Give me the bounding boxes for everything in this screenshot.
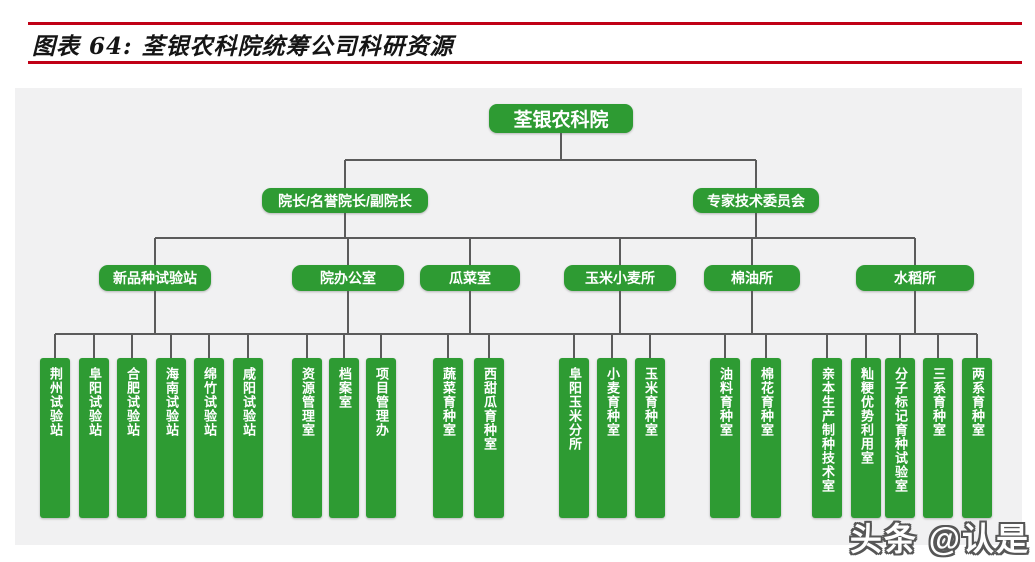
org-node-level3: 院办公室 [292,265,404,291]
org-node-level3: 水稻所 [856,265,974,291]
org-node-level4: 棉花育种室 [751,358,781,518]
connector-line [488,334,490,358]
connector-line [765,334,767,358]
connector-line [131,334,133,358]
org-node-level4: 档案室 [329,358,359,518]
org-node-level3: 瓜菜室 [420,265,520,291]
org-node-level2: 院长/名誉院长/副院长 [262,188,428,213]
connector-line [154,238,156,265]
org-node-level4: 籼粳优势利用室 [851,358,881,518]
connector-line [54,334,56,358]
connector-line [865,334,867,358]
org-node-level4: 三系育种室 [923,358,953,518]
org-node-level4: 绵竹试验站 [194,358,224,518]
connector-line [611,334,613,358]
connector-line [55,333,977,335]
org-node-level4: 阜阳玉米分所 [559,358,589,518]
connector-line [447,334,449,358]
connector-line [751,238,753,265]
connector-line [899,334,901,358]
org-node-level4: 项目管理办 [366,358,396,518]
connector-line [914,291,916,334]
connector-line [347,291,349,334]
figure-title: 图表 64: 荃银农科院统筹公司科研资源 [32,33,454,60]
connector-line [343,334,345,358]
org-node-level3: 棉油所 [704,265,800,291]
connector-line [573,334,575,358]
org-node-level3: 新品种试验站 [99,265,211,291]
connector-line [755,160,757,188]
org-node-level4: 海南试验站 [156,358,186,518]
org-node-root: 荃银农科院 [489,104,633,133]
org-node-level4: 西甜瓜育种室 [474,358,504,518]
connector-line [155,237,915,239]
connector-line [751,291,753,334]
org-node-level4: 油料育种室 [710,358,740,518]
org-node-level4: 阜阳试验站 [79,358,109,518]
connector-line [247,334,249,358]
org-node-level4: 合肥试验站 [117,358,147,518]
connector-line [937,334,939,358]
org-node-level4: 玉米育种室 [635,358,665,518]
connector-line [208,334,210,358]
connector-line [914,238,916,265]
org-node-level4: 小麦育种室 [597,358,627,518]
connector-line [93,334,95,358]
connector-line [345,159,756,161]
connector-line [347,238,349,265]
title-rule-top [28,22,1022,25]
org-node-level4: 亲本生产制种技术室 [812,358,842,518]
connector-line [469,238,471,265]
org-node-level3: 玉米小麦所 [564,265,676,291]
connector-line [344,160,346,188]
org-node-level4: 资源管理室 [292,358,322,518]
connector-line [619,291,621,334]
connector-line [560,133,562,160]
connector-line [976,334,978,358]
connector-line [469,291,471,334]
connector-line [306,334,308,358]
title-rule-bottom [28,61,1022,64]
org-node-level4: 两系育种室 [962,358,992,518]
connector-line [826,334,828,358]
connector-line [170,334,172,358]
watermark: 头条 @认是 [849,521,1030,557]
org-node-level4: 咸阳试验站 [233,358,263,518]
connector-line [344,213,346,238]
connector-line [755,213,757,238]
connector-line [619,238,621,265]
org-node-level4: 蔬菜育种室 [433,358,463,518]
org-node-level2: 专家技术委员会 [693,188,819,213]
connector-line [380,334,382,358]
org-node-level4: 荆州试验站 [40,358,70,518]
connector-line [649,334,651,358]
org-node-level4: 分子标记育种试验室 [885,358,915,518]
connector-line [724,334,726,358]
connector-line [154,291,156,334]
